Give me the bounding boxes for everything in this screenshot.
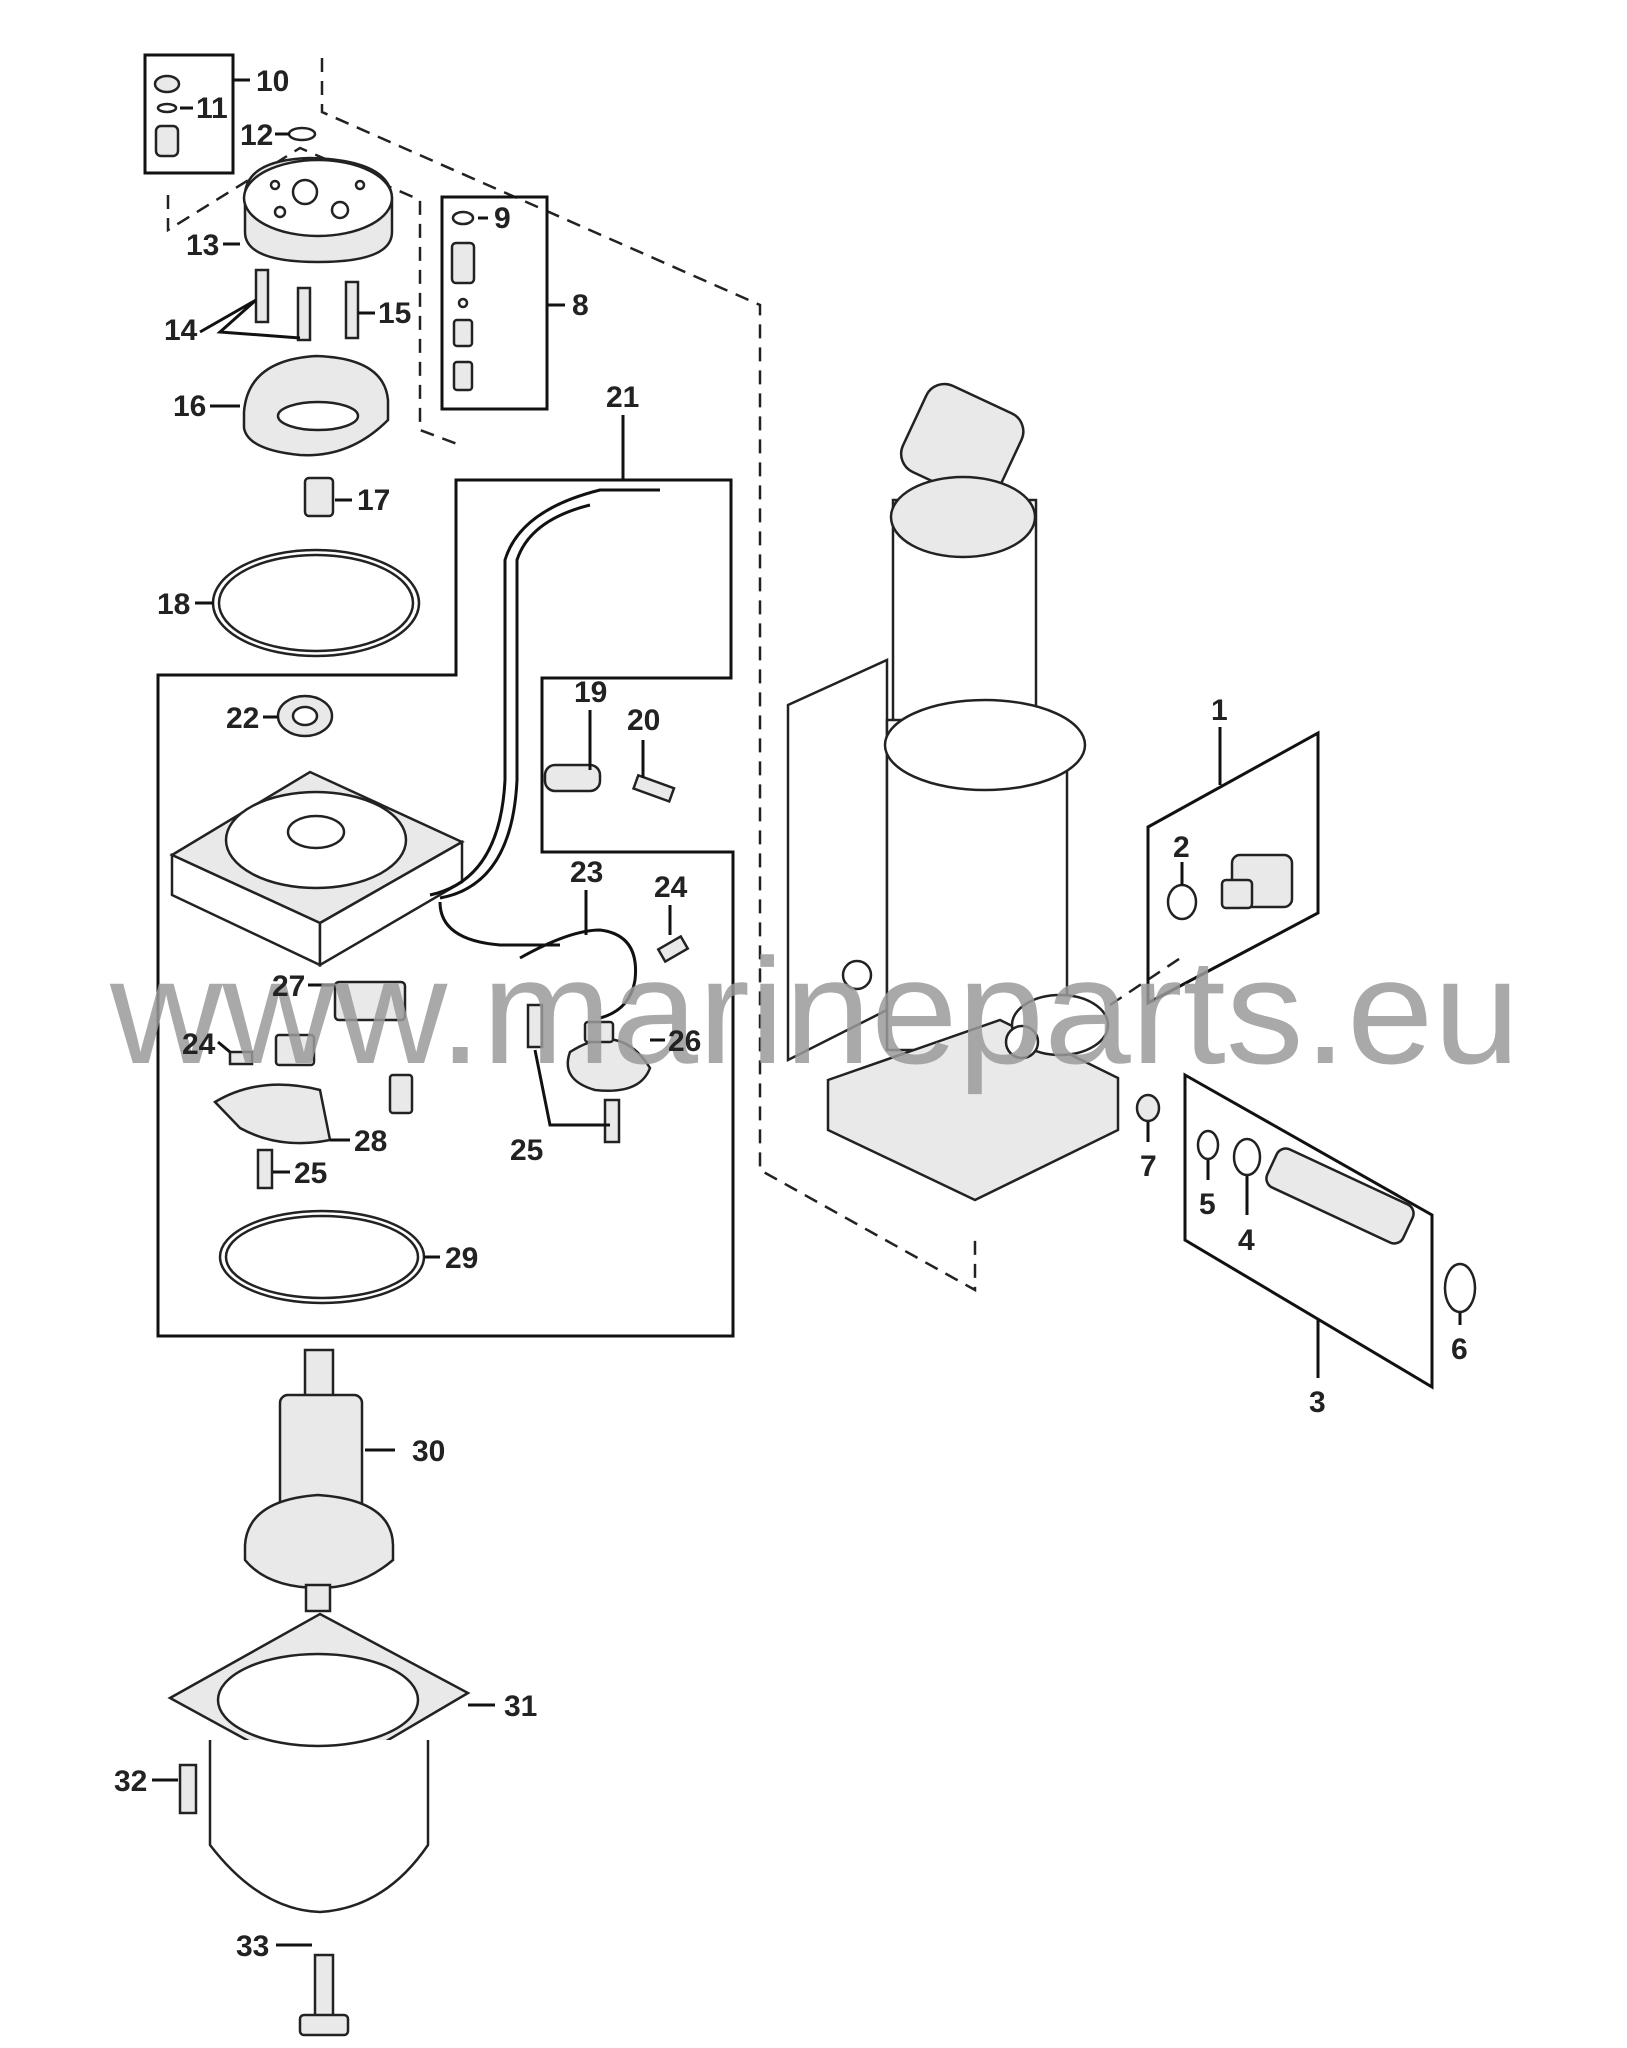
- callout-33: 33: [236, 1930, 269, 1963]
- motor-end-plate: [169, 770, 465, 968]
- part-33-bolt: [298, 1953, 350, 2037]
- callout-12: 12: [240, 119, 273, 152]
- part-12-oring: [287, 126, 317, 142]
- trim-cylinder-assembly: [786, 382, 1120, 1202]
- kit-box-21: [156, 478, 735, 1338]
- callout-20: 20: [627, 704, 660, 737]
- callout-4: 4: [1238, 1224, 1255, 1257]
- part-8-valve-kit: [450, 210, 476, 392]
- part-1-plug: [1220, 853, 1294, 910]
- part-32-screw: [178, 1763, 198, 1815]
- part-29-oring: [218, 1209, 426, 1305]
- part-23-lead: [519, 928, 638, 1020]
- part-14-screws: [254, 268, 312, 342]
- part-30-armature: [243, 1348, 395, 1613]
- part-10-kit-contents: [153, 74, 181, 158]
- watermark: www.marineparts.eu: [109, 927, 1520, 1095]
- callout-7: 7: [1140, 1150, 1157, 1183]
- callout-22: 22: [226, 702, 259, 735]
- callout-9: 9: [494, 202, 511, 235]
- callout-13: 13: [186, 229, 219, 262]
- callout-28: 28: [354, 1125, 387, 1158]
- kit-box-3: [1183, 1072, 1434, 1390]
- callout-24-lower: 24: [182, 1028, 216, 1061]
- kit-box-8: [440, 195, 549, 411]
- callout-31: 31: [504, 1690, 537, 1723]
- part-31-motor-housing: [167, 1612, 471, 1914]
- part-19-clip: [543, 763, 602, 793]
- callout-16: 16: [173, 390, 206, 423]
- callout-15: 15: [378, 297, 411, 330]
- kit-box-1: [1146, 730, 1320, 1006]
- callout-25-left: 25: [294, 1157, 327, 1190]
- part-20-screw: [631, 773, 676, 804]
- part-28-brush-plate: [213, 1083, 332, 1145]
- part-18-oring: [211, 548, 421, 658]
- brush-holder-27: [274, 980, 414, 1115]
- callout-30: 30: [412, 1435, 445, 1468]
- callout-11: 11: [196, 92, 228, 125]
- part-17-coupler: [303, 476, 335, 518]
- callout-24-upper: 24: [654, 871, 688, 904]
- callout-14: 14: [164, 314, 198, 347]
- part-26-brush-plate: [566, 1020, 652, 1092]
- callout-2: 2: [1173, 831, 1190, 864]
- callout-18: 18: [157, 588, 190, 621]
- callout-26: 26: [668, 1025, 701, 1058]
- callout-6: 6: [1451, 1333, 1468, 1366]
- part-2-oring: [1166, 883, 1198, 921]
- part-5-oring: [1196, 1129, 1220, 1161]
- callout-8: 8: [572, 289, 589, 322]
- callout-1: 1: [1211, 694, 1228, 727]
- callout-27: 27: [272, 970, 305, 1003]
- callout-21: 21: [606, 381, 639, 414]
- part-7-seal: [1135, 1093, 1161, 1123]
- callout-29: 29: [445, 1242, 478, 1275]
- callout-numbers: 10 11 12 9 13 8 14 15 21 16 17 18 19 22 …: [114, 65, 1468, 1963]
- callout-19: 19: [574, 676, 607, 709]
- part-6-retaining-ring: [1443, 1262, 1477, 1314]
- part-22-bearing: [276, 694, 334, 738]
- part-16-pump-body: [242, 354, 390, 457]
- leader-lines: [152, 78, 1462, 1947]
- callout-25-right: 25: [510, 1134, 543, 1167]
- part-15-screw: [344, 280, 360, 340]
- part-25-screws: [256, 1003, 621, 1190]
- callout-5: 5: [1199, 1188, 1216, 1221]
- callout-10: 10: [256, 65, 289, 98]
- callout-23: 23: [570, 856, 603, 889]
- wire-harness: [429, 488, 660, 947]
- callout-32: 32: [114, 1765, 147, 1798]
- callout-17: 17: [357, 484, 390, 517]
- part-3-valve: [1265, 1147, 1415, 1245]
- part-13-pump-cap: [242, 156, 394, 264]
- part-24-spring: [228, 934, 690, 1066]
- part-4-oring: [1232, 1137, 1262, 1177]
- callout-3: 3: [1309, 1386, 1326, 1419]
- kit-box-10: [143, 53, 235, 175]
